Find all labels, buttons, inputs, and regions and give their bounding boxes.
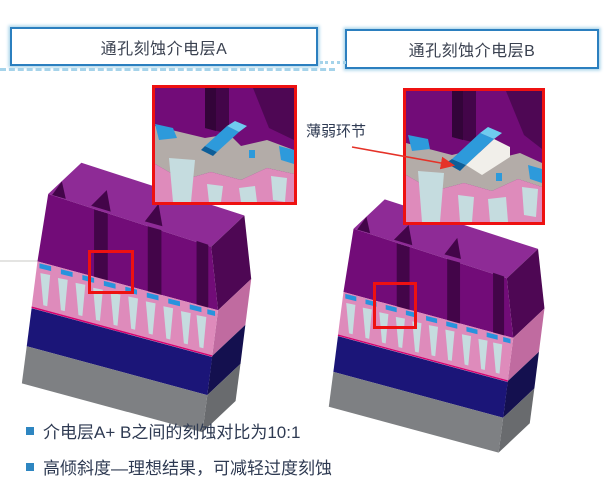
header-box-dielectric-b: 通孔刻蚀介电层B [345,29,599,69]
zoom-inset-a [152,85,297,205]
dashed-connector-line [0,68,335,71]
bullet-square-icon [26,426,34,435]
bullet-item-etch-contrast: 介电层A+ B之间的刻蚀对比为10:1 [26,418,332,443]
zoom-inset-b [403,88,545,225]
background-artifact-line [0,260,66,262]
3d-structure-b [328,198,546,454]
inset-b-blue-cap [452,133,494,165]
header-box-dielectric-a: 通孔刻蚀介电层A [10,27,318,66]
bullet-item-high-slope: 高倾斜度—理想结果，可减轻过度刻蚀 [26,454,332,479]
weak-point-arrow [351,146,456,170]
bullet-text: 高倾斜度—理想结果，可减轻过度刻蚀 [43,459,332,478]
header-label-a: 通孔刻蚀介电层A [100,40,228,58]
dotted-connector [320,61,346,64]
red-highlight-box-b [373,282,417,329]
weak-point-label: 薄弱环节 [306,123,367,140]
inset-a-blue-cap [205,126,239,152]
bullet-list: 介电层A+ B之间的刻蚀对比为10:1 高倾斜度—理想结果，可减轻过度刻蚀 [26,418,332,490]
bullet-text: 介电层A+ B之间的刻蚀对比为10:1 [43,423,301,442]
red-highlight-box-a [88,250,134,294]
inset-b-weak-point-region [466,139,510,175]
bullet-square-icon [26,462,34,471]
header-label-b: 通孔刻蚀介电层B [408,43,536,60]
